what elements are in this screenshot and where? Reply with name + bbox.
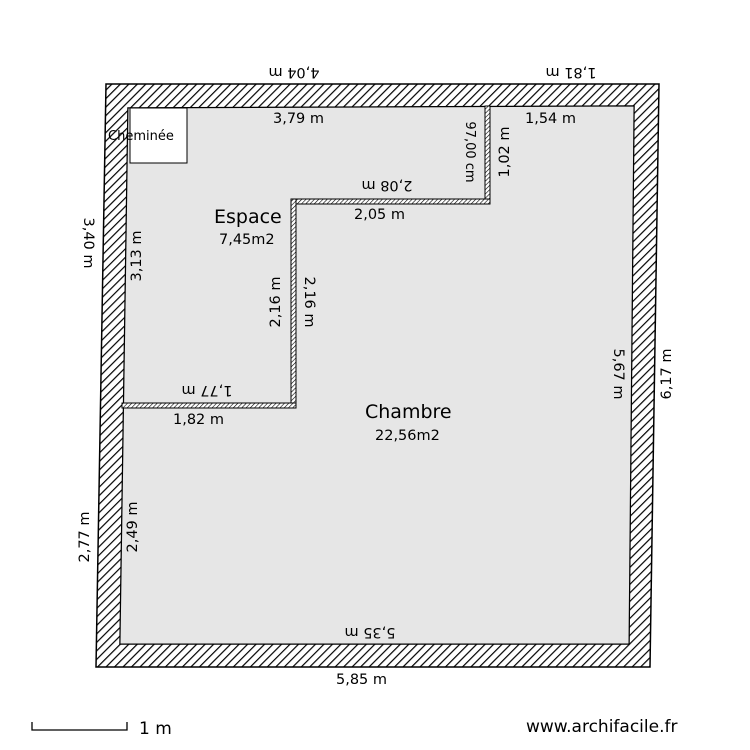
watermark: www.archifacile.fr bbox=[526, 717, 677, 737]
scale-bar: 1 m bbox=[31, 719, 172, 739]
dim-left-outer-upper: 3,40 m bbox=[80, 217, 96, 268]
room-area-espace: 7,45m2 bbox=[219, 232, 275, 248]
interior-wall bbox=[121, 105, 491, 409]
dim-top-outer-left: 4,04 m bbox=[268, 64, 319, 80]
dim-step-lower: 2,05 m bbox=[354, 207, 405, 223]
dim-right-inner: 5,67 m bbox=[610, 348, 626, 399]
dim-bottom-outer: 5,85 m bbox=[336, 672, 387, 688]
dim-step-upper: 2,08 m bbox=[361, 177, 412, 193]
dim-top-inner-right: 1,54 m bbox=[525, 111, 576, 127]
dim-left-inner-lower: 2,49 m bbox=[125, 501, 141, 552]
dim-step-vert-a: 2,16 m bbox=[301, 276, 317, 327]
dim-top-inner-left: 3,79 m bbox=[273, 111, 324, 127]
dim-ledge-lower: 1,82 m bbox=[173, 412, 224, 428]
dim-small-vert-a: 97,00 cm bbox=[462, 121, 477, 182]
dim-ledge-upper: 1,77 m bbox=[181, 382, 232, 398]
fireplace bbox=[129, 107, 188, 164]
dim-right-outer: 6,17 m bbox=[659, 348, 675, 399]
dim-step-vert-b: 2,16 m bbox=[268, 276, 284, 327]
floor-area bbox=[119, 105, 635, 645]
dim-left-inner-upper: 3,13 m bbox=[129, 230, 145, 281]
dim-bottom-inner: 5,35 m bbox=[344, 624, 395, 640]
room-name-espace: Espace bbox=[214, 206, 282, 228]
dim-top-outer-right: 1,81 m bbox=[545, 64, 596, 80]
room-name-chambre: Chambre bbox=[365, 401, 452, 423]
dim-left-outer-lower: 2,77 m bbox=[77, 511, 93, 562]
dim-small-vert-b: 1,02 m bbox=[497, 126, 513, 177]
fireplace-label: Cheminée bbox=[108, 129, 174, 144]
room-area-chambre: 22,56m2 bbox=[375, 428, 440, 444]
scale-label: 1 m bbox=[139, 719, 172, 739]
